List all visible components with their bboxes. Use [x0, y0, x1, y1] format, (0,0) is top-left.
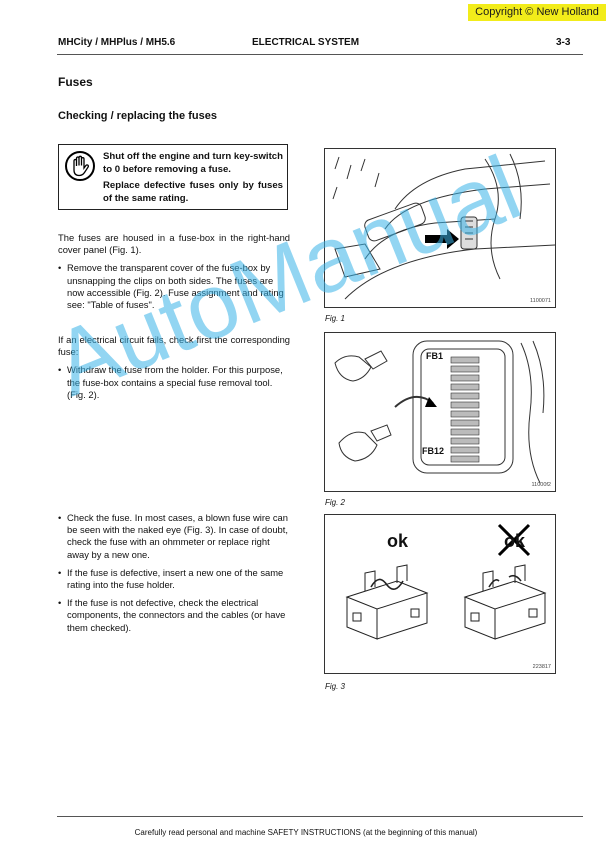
fuse-label-fb12: FB12 — [422, 446, 445, 456]
header-divider — [57, 54, 583, 55]
fuse-label-fb1: FB1 — [426, 351, 444, 361]
warning-text-1: Shut off the engine and turn key-switch … — [103, 151, 283, 175]
figure-2-illustration: FB1 FB12 11000f2 — [324, 332, 556, 492]
list-item: Remove the transparent cover of the fuse… — [58, 262, 290, 311]
copyright-badge: Copyright © New Holland — [468, 4, 606, 21]
figure-3-illustration: ok ok 223817 — [324, 514, 556, 674]
subsection-title: Checking / replacing the fuses — [58, 110, 217, 122]
figure-3-code: 223817 — [532, 664, 551, 670]
figure-3-caption: Fig. 3 — [325, 682, 346, 691]
list-item: If the fuse is defective, insert a new o… — [58, 567, 290, 591]
footer-safety-note: Carefully read personal and machine SAFE… — [134, 828, 478, 837]
figure-2-caption: Fig. 2 — [325, 498, 346, 507]
list-item: Check the fuse. In most cases, a blown f… — [58, 512, 290, 561]
fuse-ok-label: ok — [387, 531, 409, 551]
warning-text-2: Replace defective fuses only by fuses of… — [103, 180, 283, 204]
paragraph-circuit-fails: If an electrical circuit fails, check fi… — [58, 334, 290, 358]
figure-1-caption: Fig. 1 — [325, 314, 346, 323]
fuse-blown-label: ok — [504, 531, 526, 551]
footer-divider — [57, 816, 583, 817]
list-item: Withdraw the fuse from the holder. For t… — [58, 364, 290, 401]
warning-box: Shut off the engine and turn key-switch … — [58, 144, 288, 210]
cross-out-icon — [497, 523, 531, 557]
section-title: Fuses — [58, 75, 93, 89]
figure-1-code: 1100071 — [529, 298, 551, 304]
header-chapter: ELECTRICAL SYSTEM — [252, 37, 360, 48]
list-item: If the fuse is not defective, check the … — [58, 597, 290, 634]
header-model: MHCity / MHPlus / MH5.6 — [58, 37, 176, 48]
stop-hand-icon — [65, 151, 95, 181]
paragraph-fuse-location: The fuses are housed in a fuse-box in th… — [58, 232, 290, 256]
header-page-number: 3-3 — [556, 37, 571, 48]
figure-2-code: 11000f2 — [531, 482, 551, 488]
figure-1-illustration: 1100071 — [324, 148, 556, 308]
